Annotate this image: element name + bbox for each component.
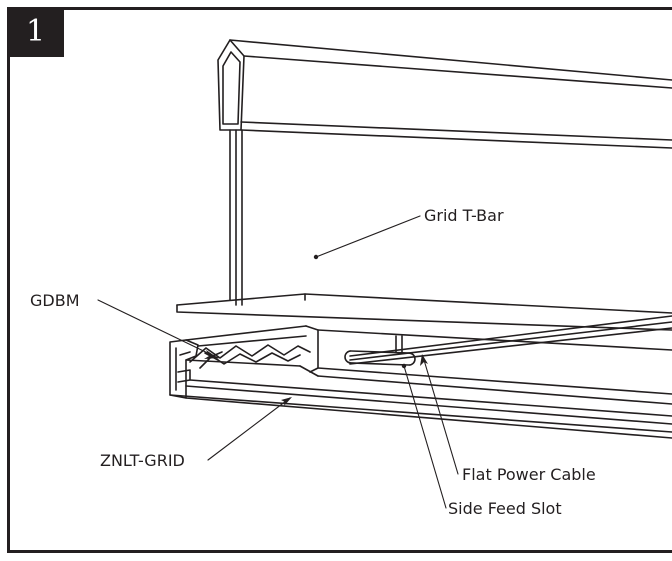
znlt-grid-label: ZNLT-GRID [100,451,185,470]
flat-power-cable-drawing [349,315,672,365]
side-feed-slot-label: Side Feed Slot [448,499,562,518]
figure-frame [7,7,672,553]
flat-power-cable-label: Flat Power Cable [462,465,596,484]
znlt-grid-fixture-drawing [169,325,672,439]
step-number: 1 [25,14,46,49]
leader-lines [97,215,459,509]
arrowheads [204,254,428,406]
step-badge: 1 [7,7,64,57]
gdbm-label: GDBM [30,291,80,310]
gdbm-clip-drawing [189,344,311,369]
grid-tbar-label: Grid T-Bar [424,206,504,225]
grid-tbar-drawing [176,39,672,331]
